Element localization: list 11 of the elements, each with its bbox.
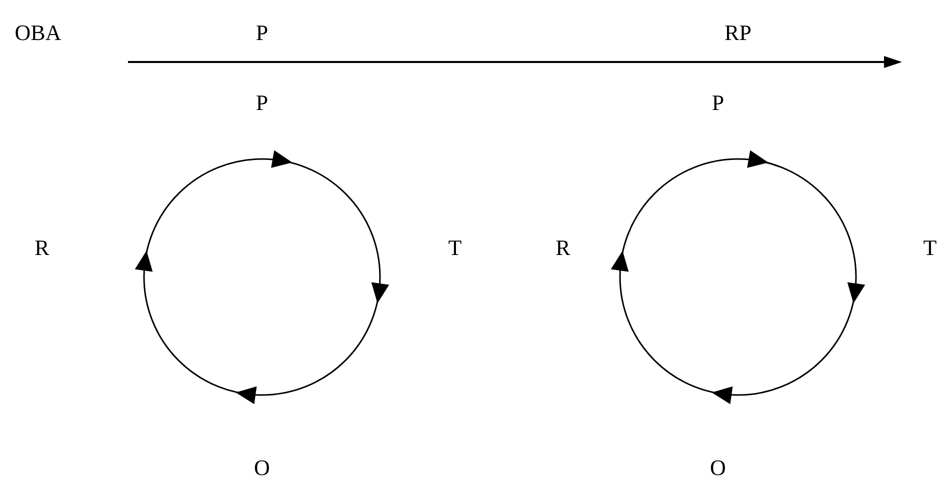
cycle-label: O xyxy=(254,455,270,481)
axis-label: OBA xyxy=(14,20,62,46)
axis-label: RP xyxy=(724,20,752,46)
cycle-label: T xyxy=(923,235,937,261)
cycle-label: P xyxy=(712,90,724,116)
cycle-label: R xyxy=(556,235,570,261)
cycle-label: R xyxy=(34,235,50,261)
cycle-label: T xyxy=(448,235,462,261)
axis-label: P xyxy=(256,20,268,46)
cycle-label: P xyxy=(256,90,268,116)
cycle-label: O xyxy=(710,455,726,481)
